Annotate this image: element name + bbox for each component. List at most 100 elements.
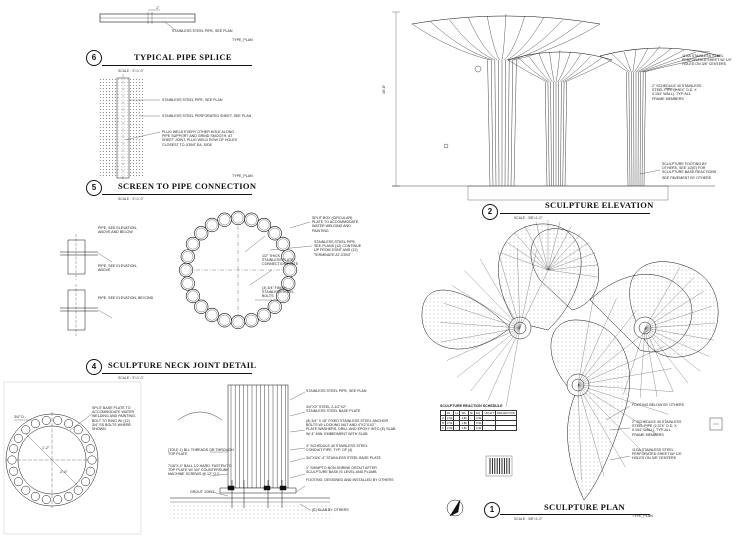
d4-ss-pipe-label: STAINLESS STEEL PIPE, SEE PLANS (12) CON… (314, 240, 362, 257)
detail-4-drawing (60, 210, 313, 336)
trunk-pipe (547, 81, 550, 187)
frame-rib (547, 264, 598, 271)
d2-sheet-label: 11GA STAINLESS STEEL PERFORATED SHEET W/… (682, 54, 732, 67)
trunk-pipe (498, 59, 500, 187)
trunk-pipe (487, 59, 491, 187)
pipe-section-inner (277, 238, 289, 250)
pipe-section-inner (258, 309, 270, 321)
detail-1-title: SCULPTURE PLAN (544, 502, 625, 512)
frame-rib (456, 327, 521, 378)
base-pipe-section (64, 419, 74, 429)
frame-rib (452, 285, 521, 329)
base-plate-pipe-ring (7, 415, 97, 505)
pipe-section-inner (269, 301, 281, 313)
pipe-section-inner (182, 251, 194, 262)
base-pipe-section (30, 491, 40, 501)
detail-6-rule (102, 65, 252, 66)
branch-pipe (634, 47, 649, 73)
d1-sheet-label: 11GA STAINLESS STEEL PERFORATED SHEET W/… (632, 448, 682, 461)
d4-conn-label: 1/2" THICK STAINLESS PLATE CONNECTION PL… (262, 254, 299, 267)
frame-rib (547, 252, 596, 271)
pipe-section (185, 288, 201, 304)
d3-dim1: 3/4" D (14, 415, 24, 419)
branch-pipe (507, 59, 548, 83)
trunk-pipe (564, 81, 567, 187)
pipe-section-inner (232, 316, 244, 328)
frame-rib (644, 327, 658, 397)
frame-rib (639, 327, 646, 398)
branch-pipe (501, 13, 507, 61)
detail-1-scale: SCALE : 3/8"=1'-0" (514, 517, 543, 521)
pipe-section-inner (269, 227, 281, 239)
pipe-section (185, 236, 201, 252)
branch-pipe (506, 17, 544, 61)
branch-pipe (642, 53, 709, 73)
canopy-edge (599, 47, 721, 57)
d1-typ: TYPE_PLAN (632, 514, 653, 518)
pipe-section-inner (219, 214, 230, 226)
frame-rib (505, 327, 521, 407)
trunk-pipe (513, 59, 517, 187)
branch-pipe (561, 55, 592, 83)
pipe-section-inner (182, 278, 194, 289)
frame-rib (519, 256, 556, 329)
frame-rib (644, 327, 674, 393)
branch-pipe (555, 49, 561, 83)
frame-rib (644, 306, 712, 329)
d3-dim2: 1'-2" (42, 446, 50, 450)
frame-rib (577, 384, 669, 415)
pipe-section (244, 212, 259, 227)
table-cell: - (467, 425, 476, 431)
branch-pipe (511, 21, 582, 61)
detail-5-title: SCREEN TO PIPE CONNECTION (118, 181, 257, 191)
d5-sheet-label: STAINLESS STEEL PERFORATED SHEET, SEE PL… (162, 114, 252, 118)
frame-rib (644, 290, 705, 329)
branch-pipe (449, 19, 495, 61)
branch-pipe (557, 51, 571, 83)
d4-pipe-elev-label: PIPE, SEE ELEVATION, ABOVE AND BELOW (98, 226, 138, 235)
base-pipe-section (73, 425, 83, 435)
pipe-section (267, 226, 282, 241)
d1-pipe-label: 2" SCHEDULE 40 STAINLESS STEEL PIPE (2.3… (632, 420, 682, 437)
frame-rib (577, 384, 645, 454)
pipe-section (217, 313, 232, 328)
frame-rib (443, 303, 521, 329)
d2-pavement-label: SEE PAVEMENT BY OTHERS (662, 176, 712, 180)
branch-pipe (635, 45, 661, 73)
pipe-section (230, 314, 246, 330)
branch-pipe (611, 53, 630, 73)
detail-base-section-drawing (170, 384, 330, 520)
base-pipe-section (30, 419, 40, 429)
detail-4-title: SCULPTURE NECK JOINT DETAIL (108, 360, 257, 370)
branch-pipe (487, 15, 500, 61)
frame-rib (577, 384, 605, 477)
pipe-section-inner (246, 314, 257, 326)
trunk-pipe (507, 59, 510, 187)
frame-rib (441, 327, 521, 343)
frame-rib (500, 252, 549, 271)
neck-joint-pipe-ring (178, 210, 298, 330)
pipe-section (256, 307, 272, 323)
branch-pipe (643, 55, 721, 73)
pipe-section-inner (232, 212, 244, 224)
trunk-pipe (504, 59, 506, 187)
branch-pipe (637, 47, 673, 73)
base-plate-label: 3/4"X3" STEEL 2-1/2"X2" STAINLESS STEEL … (306, 405, 361, 414)
d2-pipe-label: 2" SCHEDULE 40 STAINLESS STEEL PIPE (2.3… (652, 84, 702, 101)
detail-5-scale: SCALE : 3"=1'-0" (118, 197, 144, 201)
pipe-section-inner (219, 314, 230, 326)
d3-dim3: 2'-4" (60, 470, 68, 474)
base-pipe-section (21, 425, 31, 435)
table-cell: 2.5k (445, 425, 455, 431)
pipe-section (281, 276, 296, 291)
frame-rib (577, 384, 659, 436)
base-pipe-section (41, 495, 51, 505)
frame-rib (577, 298, 617, 386)
pipe-section-inner (282, 278, 294, 289)
detail-3-drawing (3, 381, 142, 535)
base-slab-label: (E) SLAB BY OTHERS (312, 508, 349, 512)
frame-rib (547, 232, 582, 271)
canopy-edge (411, 15, 601, 25)
frame-rib (644, 322, 715, 329)
branch-pipe (430, 21, 493, 61)
